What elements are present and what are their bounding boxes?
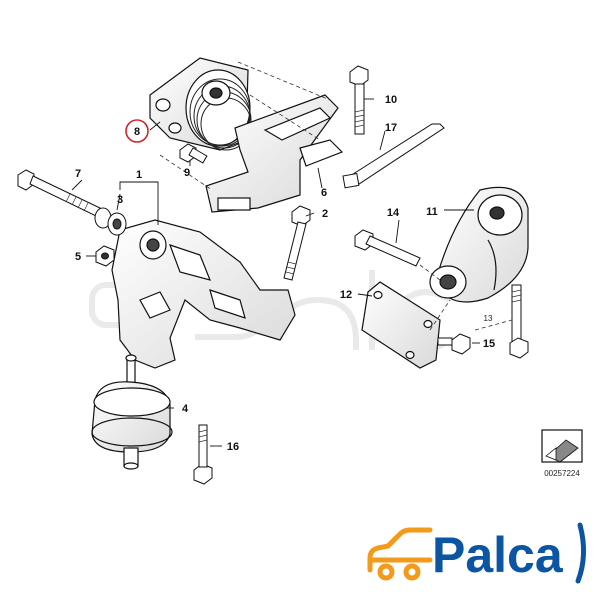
cable-tie-17 <box>342 123 445 189</box>
part-label-11: 11 <box>426 206 438 218</box>
logo-swoosh <box>575 522 586 584</box>
car-icon <box>367 527 433 581</box>
highlight-circle <box>125 119 149 143</box>
upper-engine-mount <box>149 57 344 213</box>
reference-number: 00257224 <box>544 469 580 478</box>
part-label-5: 5 <box>75 251 81 263</box>
part-label-2: 2 <box>322 208 328 220</box>
part-label-17: 17 <box>385 122 397 134</box>
part-label-6: 6 <box>321 187 327 199</box>
part-label-3: 3 <box>117 194 123 206</box>
bolt-16 <box>193 424 213 485</box>
bushing-3 <box>94 207 127 236</box>
part-label-7: 7 <box>75 168 81 180</box>
leader-lines-right <box>419 264 513 331</box>
leader-lines-upper <box>159 61 331 191</box>
part-label-15: 15 <box>483 338 495 350</box>
part-label-16: 16 <box>227 441 239 453</box>
part-label-4: 4 <box>182 403 189 415</box>
part-label-9: 9 <box>184 167 190 179</box>
bolt-13 <box>509 284 529 359</box>
brand-name: Palca <box>432 527 564 583</box>
bolt-14 <box>354 229 421 267</box>
nut-5 <box>95 245 115 267</box>
reference-box: 00257224 <box>541 429 583 478</box>
bolt-15 <box>437 333 471 355</box>
palca-logo: Palca <box>367 522 586 584</box>
part-label-12: 12 <box>340 289 352 301</box>
callout-lines <box>71 98 480 447</box>
bolt-9 <box>179 143 208 164</box>
part-label-1: 1 <box>136 169 142 181</box>
part-label-8: 8 <box>134 126 140 138</box>
bolt-2 <box>283 205 311 281</box>
bolt-7 <box>17 169 101 217</box>
part-label-13: 13 <box>484 314 493 323</box>
part-label-14: 14 <box>387 207 400 219</box>
plate-12 <box>361 281 441 369</box>
engine-mount-4 <box>91 354 173 470</box>
bolt-10 <box>349 65 369 135</box>
part-labels: 1 2 3 4 5 6 7 8 9 10 11 12 13 14 15 16 1… <box>75 94 495 453</box>
part-label-10: 10 <box>385 94 397 106</box>
rear-mount-11 <box>429 186 529 303</box>
engine-bracket-1 <box>111 219 296 369</box>
